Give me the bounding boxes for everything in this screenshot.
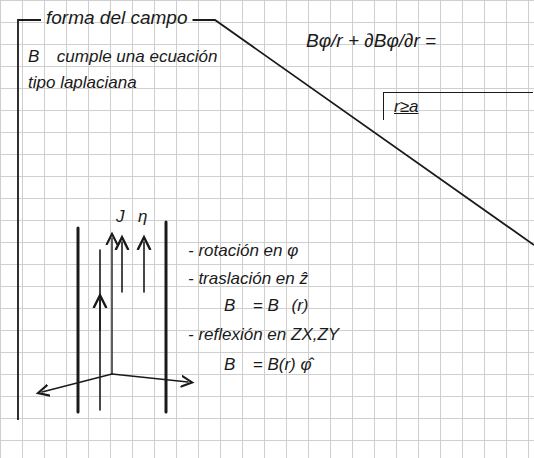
- frame-line: [193, 20, 534, 245]
- z-axis: [111, 238, 112, 374]
- vector-label: J⃗: [116, 204, 137, 230]
- condition-text: r≥a: [394, 97, 418, 116]
- wire: [77, 228, 80, 412]
- note-text: B⃗ cumple una ecuación tipo laplaciana: [28, 44, 228, 96]
- x-axis: [42, 374, 112, 392]
- current-arrow: [121, 242, 123, 292]
- current-arrow: [143, 242, 145, 292]
- field-expression: B⃗ = B⃗(r): [224, 293, 309, 319]
- vector-label: η⃗: [138, 204, 160, 230]
- wire: [165, 222, 168, 412]
- symmetry-item: - reflexión en ZX,ZY: [188, 322, 339, 348]
- current-arrow: [99, 300, 101, 330]
- symmetry-item: - rotación en φ: [188, 238, 298, 264]
- equation: Bφ/r + ∂Bφ/∂r =: [306, 28, 436, 54]
- y-axis: [112, 374, 188, 382]
- frame-heading: forma del campo: [46, 5, 188, 31]
- field-expression: B⃗ = B(r) φ̂: [224, 352, 312, 378]
- condition-box: r≥a: [383, 92, 533, 120]
- wire: [99, 250, 101, 410]
- symmetry-item: - traslación en ẑ: [188, 266, 308, 292]
